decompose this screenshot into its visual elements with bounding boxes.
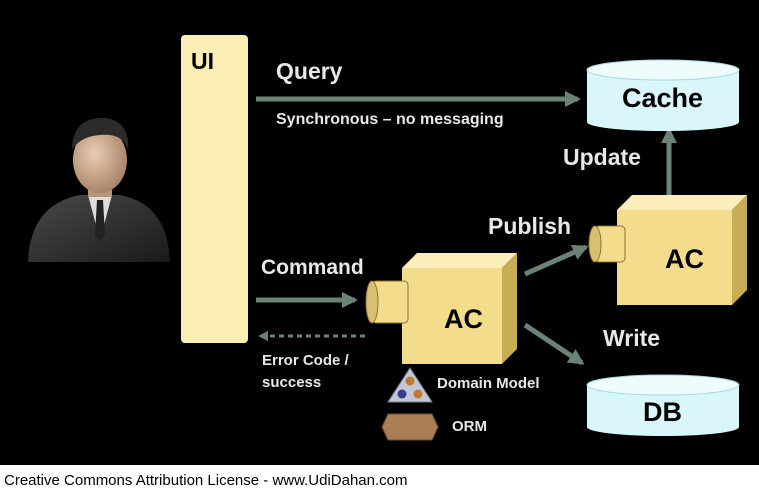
db-cylinder (586, 374, 740, 436)
ui-label: UI (191, 48, 214, 74)
orm-label: ORM (452, 418, 487, 435)
publish-arrow (523, 244, 589, 277)
ac-main-label: AC (444, 304, 483, 334)
command-label: Command (261, 256, 364, 279)
orm-icon (381, 413, 439, 441)
domain-model-icon (387, 367, 433, 403)
update-label: Update (563, 144, 641, 170)
write-arrow (523, 322, 585, 366)
db-label: DB (643, 397, 682, 427)
sync-note: Synchronous – no messaging (276, 111, 504, 128)
ac-cube-top (588, 195, 747, 305)
write-label: Write (603, 325, 661, 351)
error-label-line1: Error Code / (262, 352, 349, 369)
ac-top-label: AC (665, 244, 704, 274)
cache-cylinder (586, 59, 740, 131)
license-footer: Creative Commons Attribution License - w… (0, 465, 759, 497)
cache-label: Cache (622, 83, 704, 113)
ui-bar (181, 35, 248, 343)
ac-cube-main (365, 253, 517, 364)
domain-model-label: Domain Model (437, 375, 540, 392)
user-icon (28, 118, 170, 262)
publish-label: Publish (488, 213, 572, 239)
error-label-line2: success (262, 374, 322, 391)
query-label: Query (276, 58, 343, 84)
